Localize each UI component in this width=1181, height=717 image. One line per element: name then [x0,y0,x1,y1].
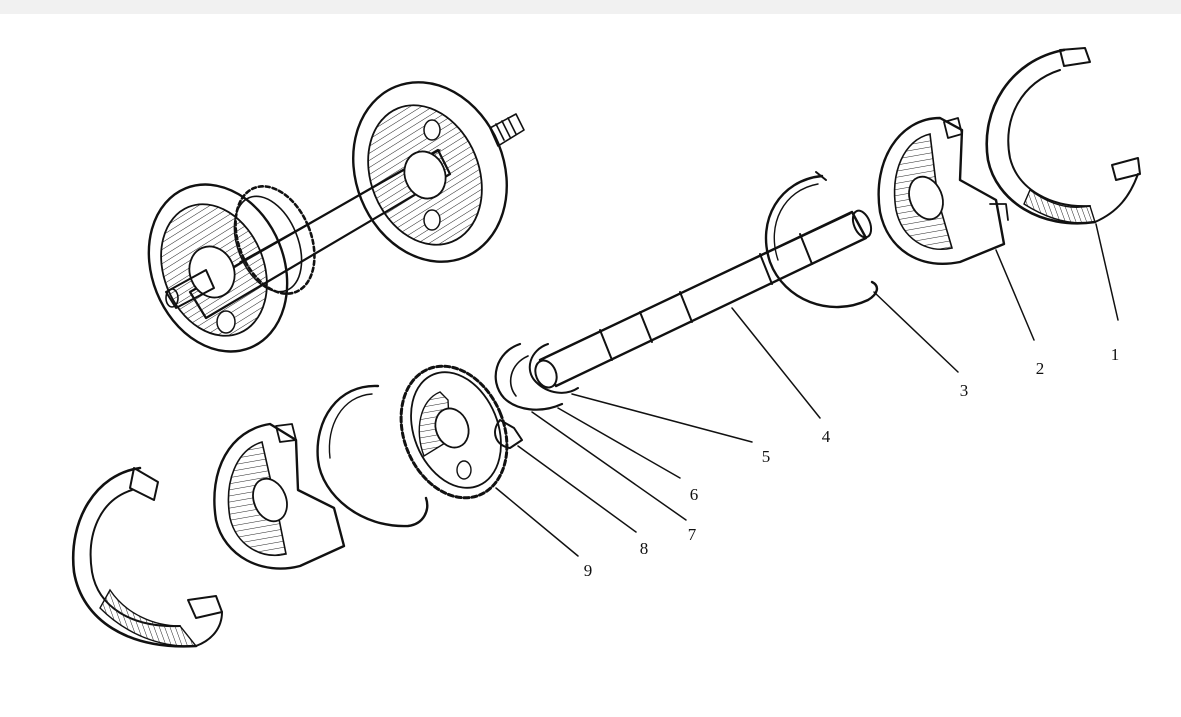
leader-line-4 [731,307,821,419]
leader-line-2 [995,249,1035,341]
callout-label-2: 2 [1036,359,1045,378]
leader-line-9 [495,487,579,557]
assembled-shaft-unit [147,81,525,353]
callout-label-6: 6 [690,485,699,504]
leader-lines [495,223,1119,557]
left-bearing-cap [213,422,346,570]
part-1-bearing-shell [985,47,1141,225]
callout-label-1: 1 [1111,345,1120,364]
part-6-7-small-rings [494,342,579,411]
left-bearing-shell [71,466,223,648]
part-8-ring-segment [494,419,523,449]
leader-line-6 [557,407,681,479]
left-snap-ring [316,384,429,528]
leader-line-8 [517,445,637,533]
callout-labels: 1 2 3 4 5 6 7 8 9 [584,345,1120,580]
callout-label-3: 3 [960,381,969,400]
part-2-bearing-cap [877,116,1009,265]
leader-line-3 [873,291,959,373]
callout-label-4: 4 [822,427,831,446]
callout-label-9: 9 [584,561,593,580]
callout-label-7: 7 [688,525,697,544]
leader-line-1 [1095,223,1119,321]
callout-label-5: 5 [762,447,771,466]
top-strip [0,0,1181,14]
leader-line-7 [531,411,687,521]
leader-line-5 [571,393,753,443]
callout-label-8: 8 [640,539,649,558]
part-4-main-shaft [534,209,873,389]
part-9-gear [399,364,509,500]
